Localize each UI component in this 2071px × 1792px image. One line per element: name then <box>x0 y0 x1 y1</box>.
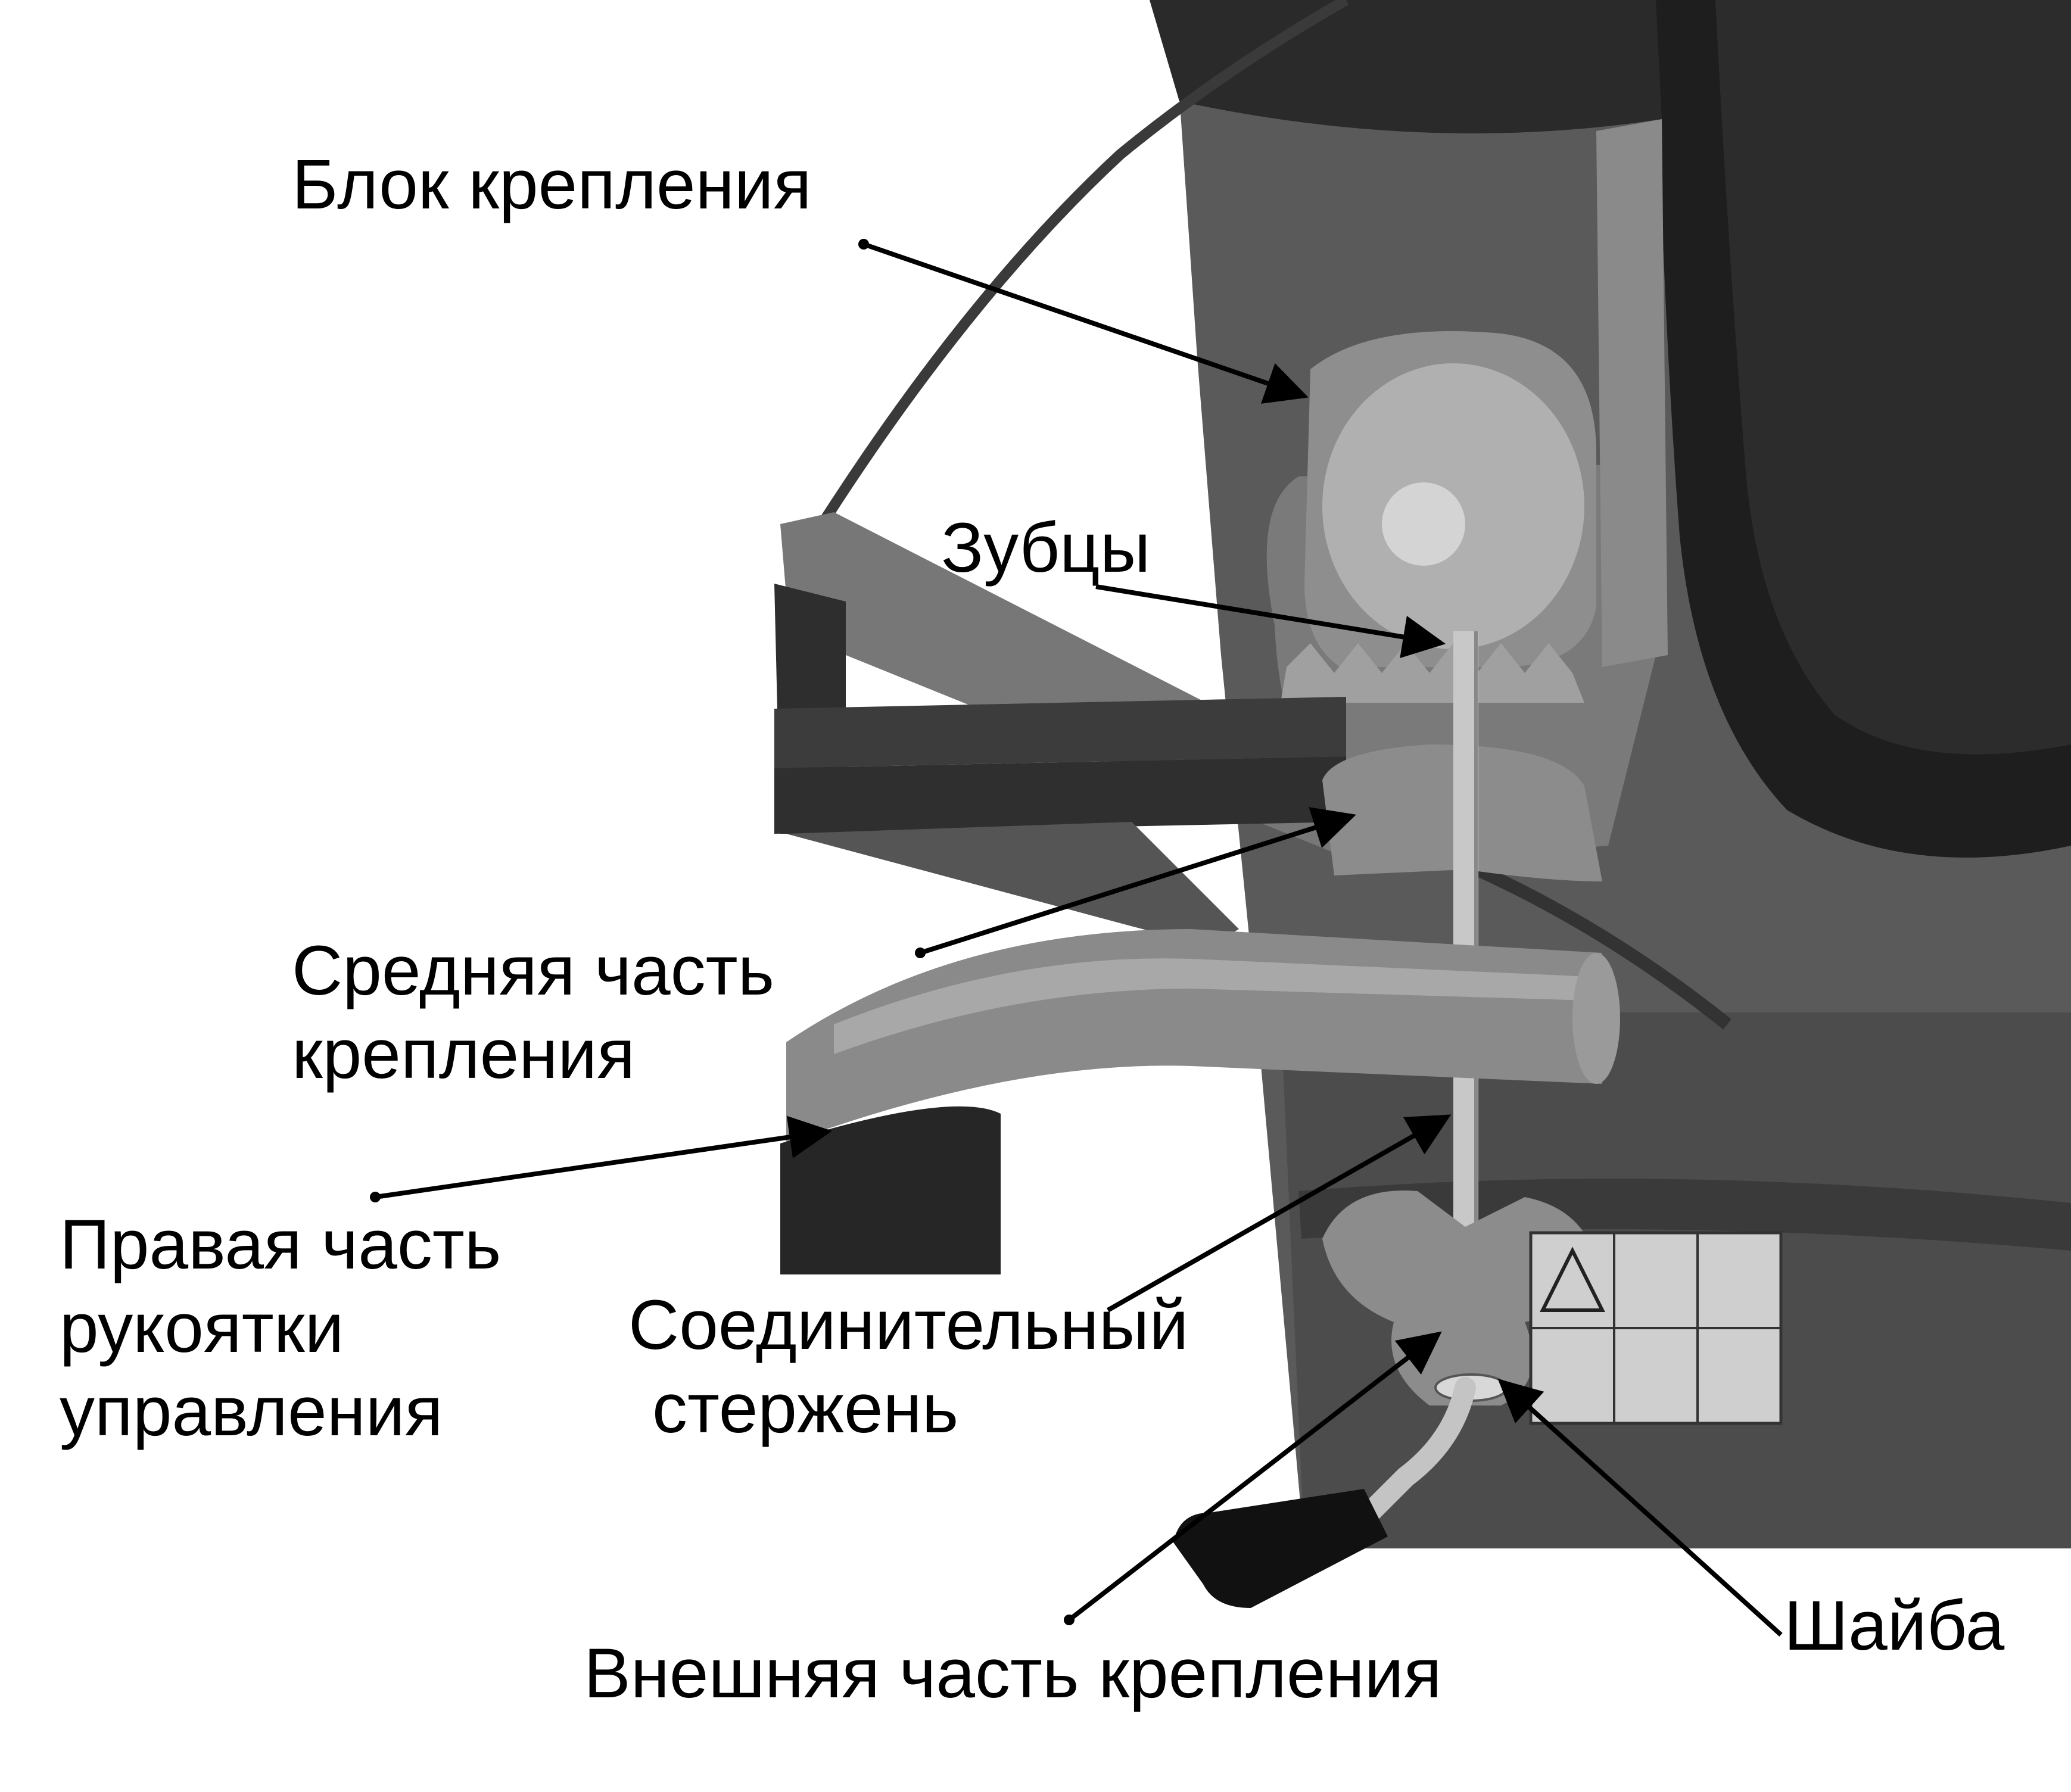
label-connecting-rod-line2: стержень <box>652 1369 959 1448</box>
housing-top <box>1150 0 1662 133</box>
label-right-handle-line1: Правая часть <box>60 1205 502 1284</box>
label-right-handle: Правая часть рукоятки управления <box>60 1203 501 1453</box>
label-right-handle-line2: рукоятки <box>60 1289 344 1367</box>
leader-mount-block <box>862 242 1309 404</box>
outer-mount-shape <box>1322 1190 1596 1405</box>
handle-tube-end <box>1572 953 1620 1084</box>
label-connecting-rod-line1: Соединительный <box>628 1286 1189 1364</box>
tire-rim <box>1715 0 2071 755</box>
label-teeth-text: Зубцы <box>941 509 1151 587</box>
label-mount-block-text: Блок крепления <box>292 145 812 224</box>
handle-base <box>780 1106 1001 1274</box>
leader-dot-outer-mount <box>1064 1615 1075 1625</box>
leader-right-handle <box>375 1115 833 1199</box>
handle-tube-highlight <box>834 958 1590 1054</box>
label-connecting-rod: Соединительный стержень <box>628 1283 1188 1450</box>
leader-washer <box>1497 1379 1783 1637</box>
vertical-bracket <box>1596 119 1668 667</box>
drum-band <box>1298 1179 2071 1251</box>
leader-outer-mount <box>1067 1331 1442 1622</box>
crank-grip <box>1173 1489 1388 1608</box>
leader-dot-mount-block <box>858 239 869 250</box>
leader-dot-middle-mount <box>915 948 926 958</box>
label-right-handle-line3: управления <box>60 1372 443 1451</box>
bracket-arm-lower <box>774 756 1346 834</box>
label-washer: Шайба <box>1784 1584 2004 1668</box>
leader-connecting-rod <box>1107 1114 1452 1313</box>
label-middle-mount-line1: Средняя часть <box>292 931 775 1010</box>
label-middle-mount: Средняя часть крепления <box>292 929 774 1096</box>
cable-lower <box>1474 863 1731 1030</box>
control-cable <box>787 0 1349 575</box>
label-middle-mount-line2: крепления <box>292 1015 636 1093</box>
mount-bolt <box>1382 482 1465 566</box>
warning-triangle-icon <box>1540 1246 1605 1312</box>
frame-diagonal <box>786 822 1239 947</box>
label-outer-mount-text: Внешняя часть крепления <box>584 1634 1442 1713</box>
leader-teeth <box>1095 584 1446 659</box>
label-teeth: Зубцы <box>941 506 1151 590</box>
label-mount-block: Блок крепления <box>292 143 812 226</box>
teeth-shape <box>1281 643 1584 703</box>
leader-dot-right-handle <box>370 1192 381 1202</box>
bracket-arm-upper <box>774 697 1346 768</box>
leader-middle-mount <box>919 807 1356 955</box>
label-outer-mount: Внешняя часть крепления <box>584 1632 1442 1715</box>
label-washer-text: Шайба <box>1784 1587 2005 1665</box>
crank-arm <box>1347 1377 1476 1535</box>
